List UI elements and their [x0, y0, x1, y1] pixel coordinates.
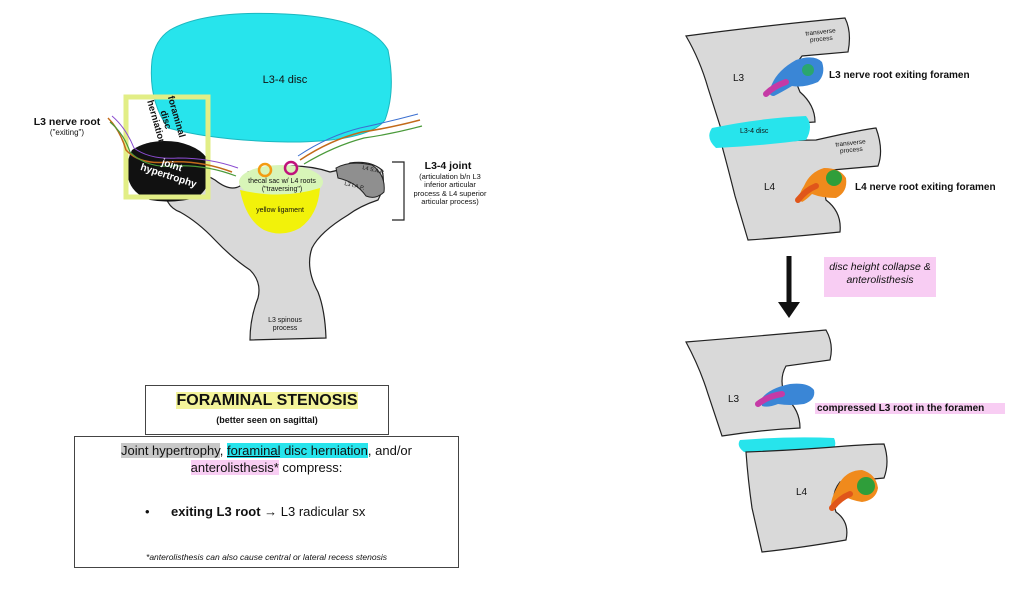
yellow-ligament-label: yellow ligament	[256, 207, 304, 214]
footnote: *anterolisthesis can also cause central …	[146, 552, 387, 562]
l3-root-top-dot	[802, 64, 814, 76]
l3-label-bottom: L3	[728, 394, 740, 405]
thecal-sac-label: thecal sac w/ L4 roots ("traversing")	[248, 178, 316, 193]
joint-title: L3-4 joint	[424, 160, 472, 172]
nerve-root-sub: ("exiting")	[49, 128, 85, 137]
l4-root-left-icon	[257, 162, 273, 178]
foraminal-word: foraminal	[226, 443, 281, 458]
joint-desc: (articulation b/n L3 inferior articular …	[413, 172, 487, 207]
nerve-root-title: L3 nerve root	[33, 116, 101, 128]
bullet-line: exiting L3 root → L3 radicular sx	[171, 504, 451, 520]
l4-root-bottom-dot	[857, 477, 875, 495]
l3-nerve-root-left	[107, 117, 233, 173]
l3-nerve-root-right-2	[303, 125, 423, 165]
l4-sap-shape	[335, 162, 385, 198]
l4-root-top-tail	[795, 183, 819, 203]
description-line-2: anterolisthesis* compress:	[75, 460, 458, 476]
joint-bracket	[392, 161, 405, 221]
foraminal-stenosis-title: FORAMINAL STENOSIS	[176, 392, 358, 409]
l4-root-top-dot	[826, 170, 842, 186]
joint-hypertrophy-text: Joint hypertrophy	[120, 443, 220, 458]
joint-hypertrophy-blob	[127, 141, 211, 202]
disc-label: L3-4 disc	[262, 74, 308, 86]
l4-root-right-icon	[283, 160, 299, 176]
compress-text: compress:	[278, 460, 343, 475]
arrow-head	[778, 302, 800, 318]
l3-nerve-root-right-3	[297, 113, 419, 157]
description-sep-1: ,	[219, 443, 227, 458]
title-box: FORAMINAL STENOSIS (better seen on sagit…	[145, 385, 389, 435]
disc-herniation-text: disc herniation	[280, 443, 368, 458]
l3-nerve-root-left-2	[109, 121, 237, 177]
spinous-label: L3 spinous process	[268, 317, 302, 332]
description-line-1: Joint hypertrophy, foraminal disc hernia…	[75, 443, 458, 459]
compressed-l3-root	[762, 383, 815, 407]
l3-root-label: L3 nerve root exiting foramen	[829, 70, 970, 81]
l4-root-label: L4 nerve root exiting foramen	[855, 182, 996, 193]
foraminal-stenosis-subtitle: (better seen on sagittal)	[216, 415, 318, 425]
yellow-ligament-shape	[240, 188, 320, 234]
exiting-root-text: exiting L3 root	[171, 504, 261, 519]
title-line: FORAMINAL STENOSIS	[146, 392, 388, 410]
l3-4-disc-top	[709, 116, 810, 148]
l3-nerve-root-right	[299, 119, 421, 161]
description-sep-2: , and/or	[367, 443, 412, 458]
radicular-text: → L3 radicular sx	[260, 504, 366, 519]
l3-label-top: L3	[733, 73, 745, 84]
l3-nerve-root-left-3	[111, 115, 239, 169]
l4-label-top: L4	[764, 182, 776, 193]
l3-4-disc-shape	[150, 12, 392, 143]
arrow-label-box: disc height collapse & anterolisthesis	[824, 257, 936, 297]
compressed-l3-root-tail	[755, 391, 785, 407]
foraminal-highlight-box	[123, 94, 211, 200]
l3-root-top-tail	[763, 79, 789, 97]
l3-body-bottom	[685, 329, 832, 437]
disc-label-top: L3-4 disc	[740, 128, 769, 135]
anterolisthesis-text: anterolisthesis*	[190, 460, 279, 475]
description-box: Joint hypertrophy, foraminal disc hernia…	[74, 436, 459, 568]
l4-root-bottom-tail	[829, 491, 853, 511]
bullet-marker: •	[145, 504, 150, 519]
compressed-root-label: compressed L3 root in the foramen	[815, 403, 1005, 415]
l4-label-bottom: L4	[796, 487, 808, 498]
